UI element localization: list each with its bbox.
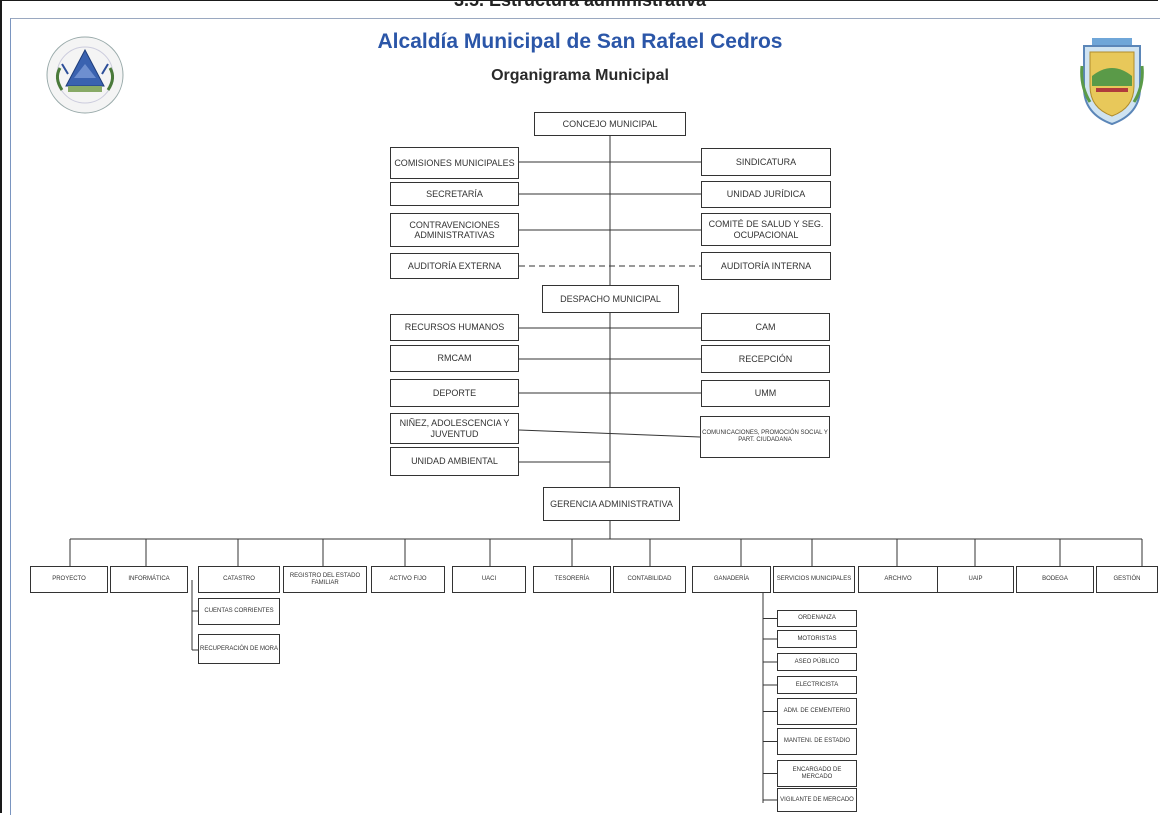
box-recepcion: RECEPCIÓN	[701, 345, 830, 373]
box-uaci: UACI	[452, 566, 526, 593]
org-chart-subtitle: Organigrama Municipal	[491, 67, 669, 84]
box-contravenciones: CONTRAVENCIONES ADMINISTRATIVAS	[390, 213, 519, 247]
municipality-title: Alcaldía Municipal de San Rafael Cedros	[377, 30, 783, 53]
box-cuentas-corrientes: CUENTAS CORRIENTES	[198, 598, 280, 625]
box-comite-salud: COMITÉ DE SALUD Y SEG. OCUPACIONAL	[701, 213, 831, 246]
box-deporte: DEPORTE	[390, 379, 519, 407]
box-contabilidad: CONTABILIDAD	[613, 566, 686, 593]
box-registro-estado-familiar: REGISTRO DEL ESTADO FAMILIAR	[283, 566, 367, 593]
box-ninez-adolescencia: NIÑEZ, ADOLESCENCIA Y JUVENTUD	[390, 413, 519, 444]
box-manteni-estadio: MANTENI. DE ESTADIO	[777, 728, 857, 755]
box-activo-fijo: ACTIVO FIJO	[371, 566, 445, 593]
box-bodega: BODEGA	[1016, 566, 1094, 593]
box-despacho-municipal: DESPACHO MUNICIPAL	[542, 285, 679, 313]
box-catastro: CATASTRO	[198, 566, 280, 593]
box-servicios-municipales: SERVICIOS MUNICIPALES	[773, 566, 855, 593]
box-auditoria-externa: AUDITORÍA EXTERNA	[390, 253, 519, 279]
box-adm-cementerio: ADM. DE CEMENTERIO	[777, 698, 857, 725]
municipal-shield-icon	[1080, 36, 1144, 131]
el-salvador-coat-of-arms-icon	[44, 34, 126, 121]
box-uaip: UAIP	[937, 566, 1014, 593]
box-ganaderia: GANADERÍA	[692, 566, 771, 593]
box-comunicaciones: COMUNICACIONES, PROMOCIÓN SOCIAL Y PART.…	[700, 416, 830, 458]
box-unidad-juridica: UNIDAD JURÍDICA	[701, 181, 831, 208]
box-ordenanza: ORDENANZA	[777, 610, 857, 627]
content-border	[10, 18, 1160, 815]
box-comisiones-municipales: COMISIONES MUNICIPALES	[390, 147, 519, 179]
box-umm: UMM	[701, 380, 830, 407]
box-gestion: GESTIÓN	[1096, 566, 1158, 593]
box-encargado-mercado: ENCARGADO DE MERCADO	[777, 760, 857, 787]
box-vigilante-mercado: VIGILANTE DE MERCADO	[777, 788, 857, 812]
box-tesoreria: TESORERÍA	[533, 566, 611, 593]
box-secretaria: SECRETARÍA	[390, 182, 519, 206]
box-recursos-humanos: RECURSOS HUMANOS	[390, 314, 519, 341]
box-concejo-municipal: CONCEJO MUNICIPAL	[534, 112, 686, 136]
box-rmcam: RMCAM	[390, 345, 519, 372]
box-archivo: ARCHIVO	[858, 566, 938, 593]
box-informatica: INFORMÁTICA	[110, 566, 188, 593]
box-aseo-publico: ASEO PÚBLICO	[777, 653, 857, 671]
section-title: 3.5. Estructura administrativa	[453, 0, 707, 10]
box-proyecto: PROYECTO	[30, 566, 108, 593]
box-motoristas: MOTORISTAS	[777, 630, 857, 648]
box-auditoria-interna: AUDITORÍA INTERNA	[701, 252, 831, 280]
box-recuperacion-mora: RECUPERACIÓN DE MORA	[198, 634, 280, 664]
box-sindicatura: SINDICATURA	[701, 148, 831, 176]
box-electricista: ELECTRICISTA	[777, 676, 857, 694]
box-cam: CAM	[701, 313, 830, 341]
box-gerencia-administrativa: GERENCIA ADMINISTRATIVA	[543, 487, 680, 521]
box-unidad-ambiental: UNIDAD AMBIENTAL	[390, 447, 519, 476]
